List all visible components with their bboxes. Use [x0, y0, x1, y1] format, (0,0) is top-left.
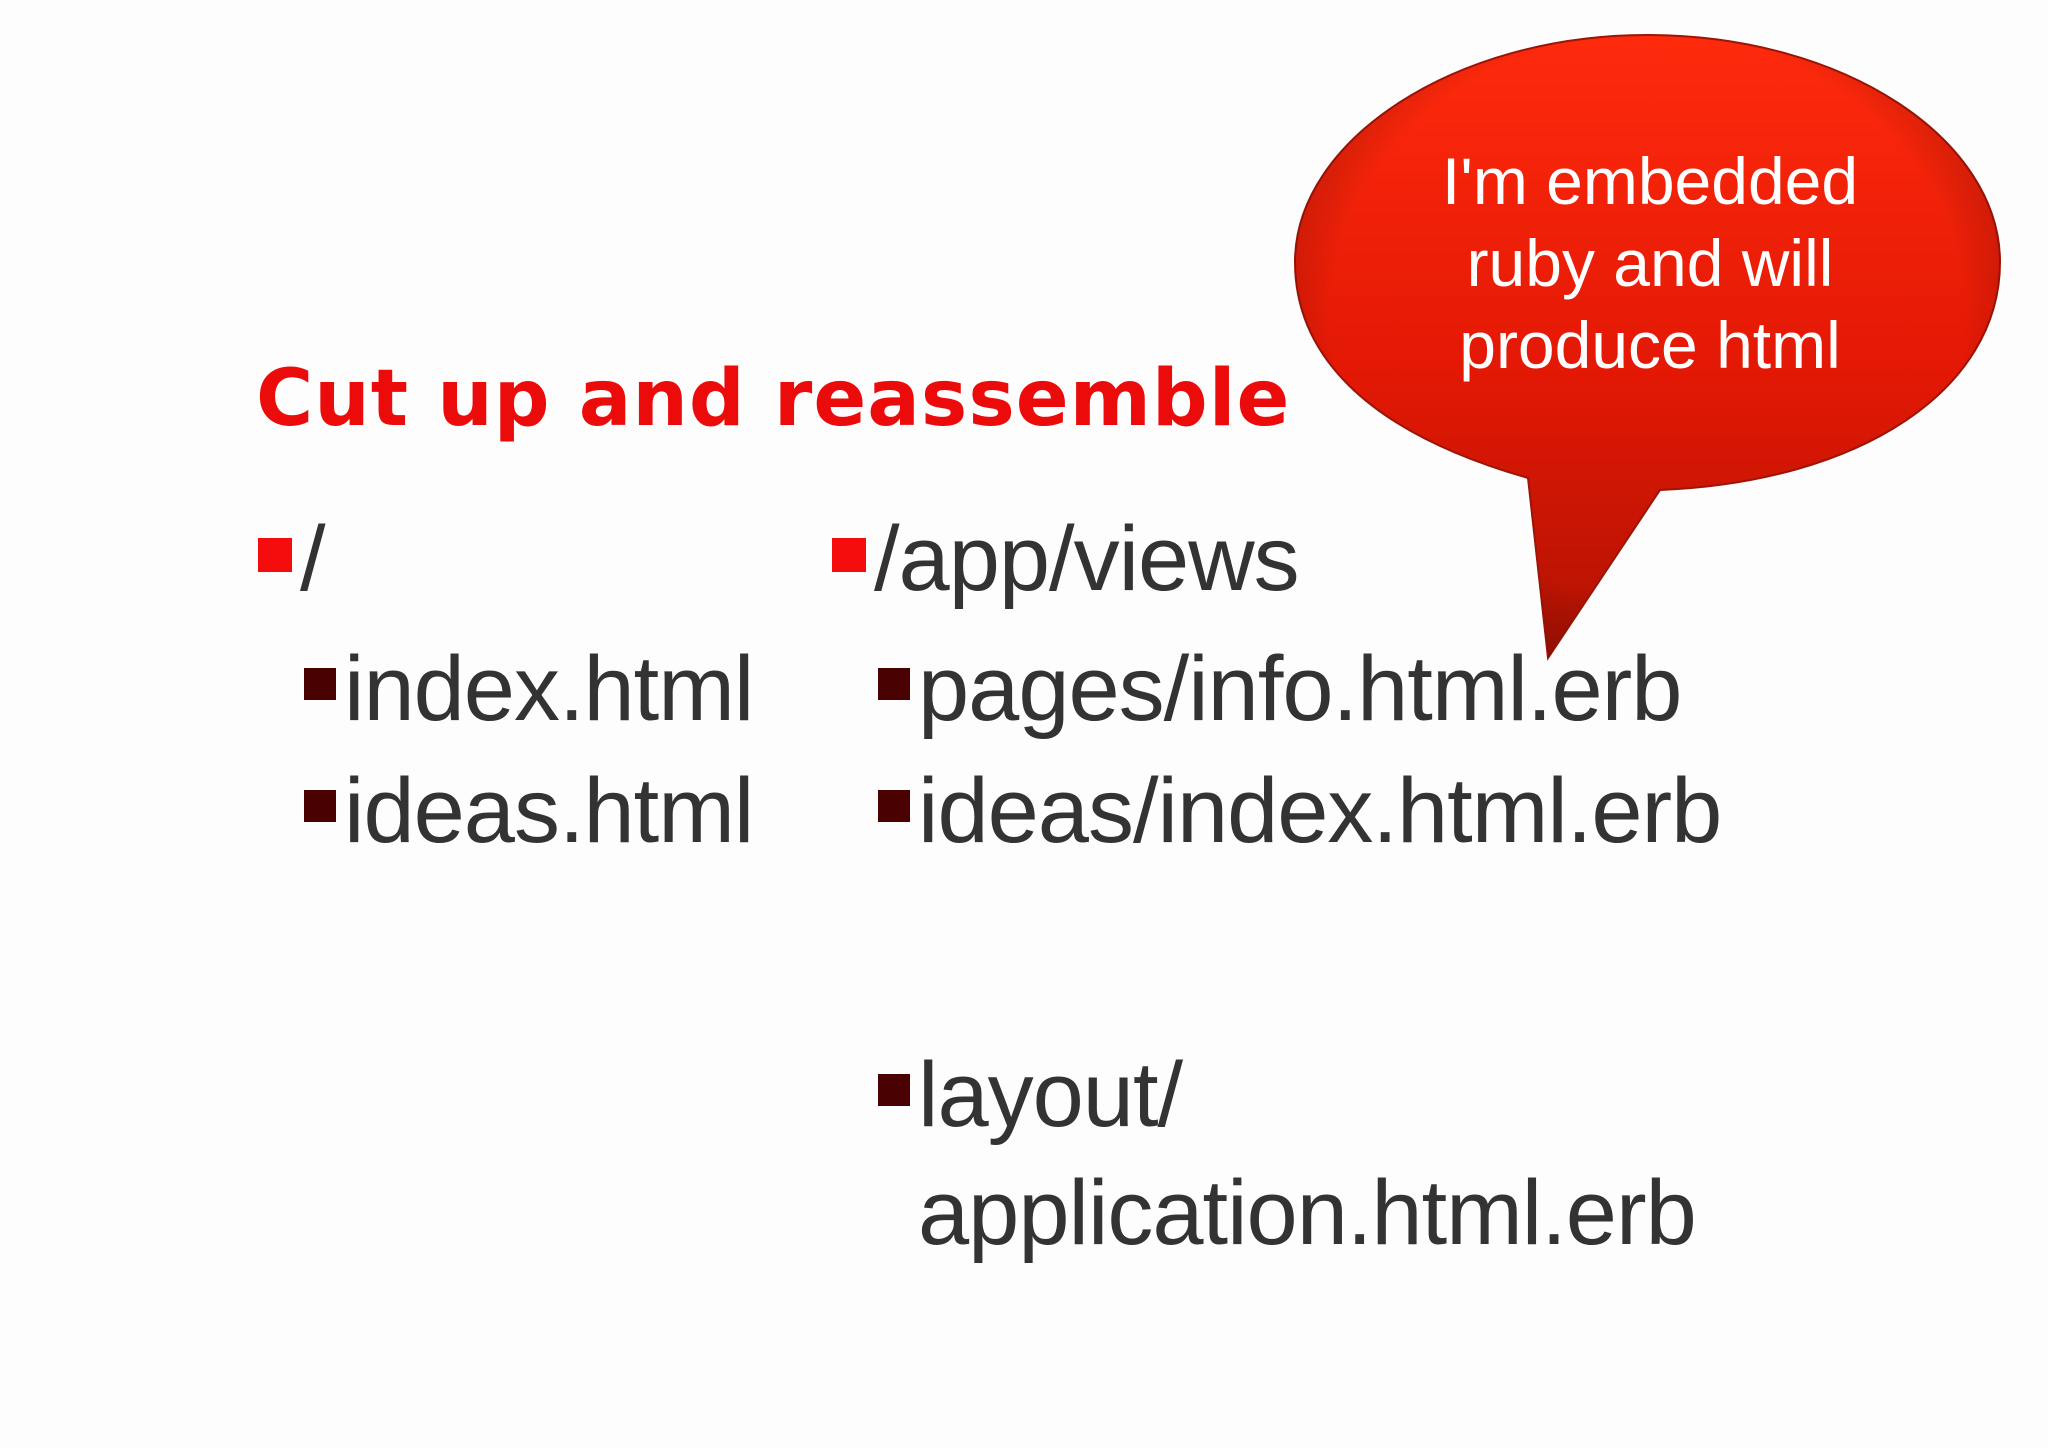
right-root-item: /app/views [832, 500, 1300, 618]
red-square-bullet-icon [258, 538, 292, 572]
dark-square-bullet-icon [878, 668, 910, 700]
right-file-label: pages/info.html.erb [918, 638, 1682, 740]
layout-line-1: layout/ [918, 1044, 1183, 1146]
right-layout-label: layout/ application.html.erb [918, 1036, 1697, 1272]
left-file-label: index.html [344, 638, 754, 740]
bubble-line-1: I'm embedded [1441, 144, 1859, 218]
bubble-line-2: ruby and will [1466, 226, 1834, 300]
left-file-item: index.html [304, 630, 754, 748]
dark-square-bullet-icon [878, 790, 910, 822]
left-root-label: / [300, 508, 326, 610]
right-layout-item: layout/ application.html.erb [878, 1036, 1697, 1272]
dark-square-bullet-icon [878, 1074, 910, 1106]
speech-bubble-icon [1293, 33, 2002, 661]
right-root-label: /app/views [874, 508, 1300, 610]
right-file-item: pages/info.html.erb [878, 630, 1682, 748]
slide-heading: Cut up and reassemble [256, 354, 1291, 444]
speech-bubble-text: I'm embedded ruby and will produce html [1330, 140, 1970, 386]
red-square-bullet-icon [832, 538, 866, 572]
left-file-label: ideas.html [344, 760, 754, 862]
bubble-line-3: produce html [1459, 308, 1841, 382]
right-file-label: ideas/index.html.erb [918, 760, 1722, 862]
dark-square-bullet-icon [304, 668, 336, 700]
dark-square-bullet-icon [304, 790, 336, 822]
left-root-item: / [258, 500, 326, 618]
layout-line-2: application.html.erb [918, 1162, 1697, 1264]
left-file-item: ideas.html [304, 752, 754, 870]
right-file-item: ideas/index.html.erb [878, 752, 1722, 870]
